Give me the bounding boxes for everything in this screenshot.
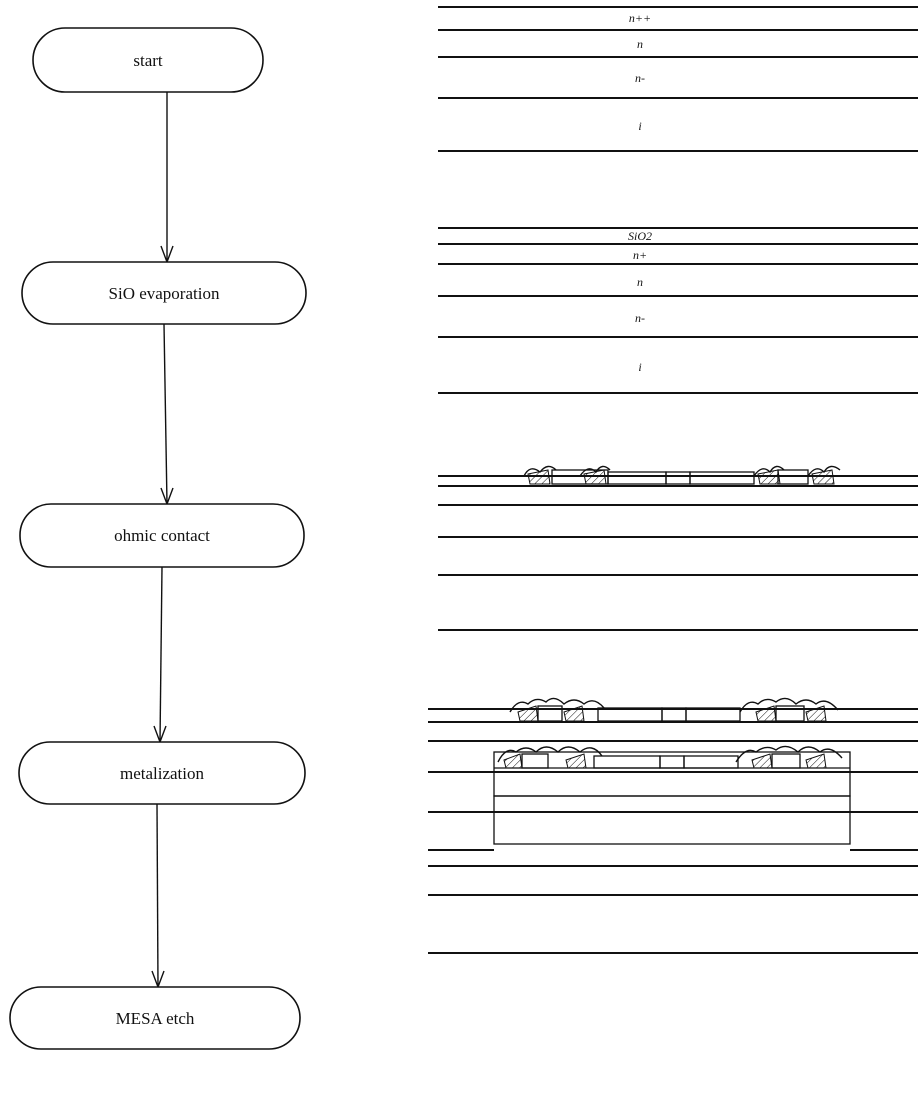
metalization-label: metalization [120, 764, 205, 783]
start-terminal: start [32, 27, 264, 93]
layer-label-sio2: SiO2 [628, 229, 652, 243]
cross-section-sio: SiO2 n+ n n- i [438, 227, 918, 394]
start-label: start [133, 51, 163, 70]
ohmic-contact-pattern [523, 465, 841, 485]
ohmic-contact-step: ohmic contact [19, 503, 305, 568]
mesa-etch-step: MESA etch [9, 986, 301, 1050]
arrow-metal-to-mesa [151, 803, 165, 989]
layer-label-i-2: i [638, 360, 641, 374]
arrow-start-to-sio [160, 92, 174, 264]
layer-label-n-plus: n+ [633, 248, 647, 262]
arrow-ohmic-to-metal [153, 566, 167, 744]
cross-section-ohmic [438, 465, 918, 631]
layer-label-n-minus-2: n- [635, 311, 645, 325]
layer-label-n-minus: n- [635, 71, 645, 85]
sio-evaporation-label: SiO evaporation [109, 284, 220, 303]
mesa-lower-block [493, 795, 851, 845]
sio-evaporation-step: SiO evaporation [21, 261, 307, 325]
layer-label-i: i [638, 119, 641, 133]
layer-label-n: n [637, 37, 643, 51]
cross-section-mesa [428, 745, 918, 954]
cross-section-start: n++ n n- i [438, 6, 918, 152]
arrow-sio-to-ohmic [160, 323, 174, 506]
mesa-metal-pattern [497, 745, 843, 769]
layer-label-n-plus-plus: n++ [629, 11, 651, 25]
layer-label-n-2: n [637, 275, 643, 289]
mesa-etch-label: MESA etch [116, 1009, 195, 1028]
flowchart: start SiO evaporation ohmic contact meta… [9, 27, 307, 1050]
cross-section-metalization [428, 697, 918, 867]
metalization-step: metalization [18, 741, 306, 805]
ohmic-contact-label: ohmic contact [114, 526, 210, 545]
metalization-pattern [509, 697, 839, 722]
